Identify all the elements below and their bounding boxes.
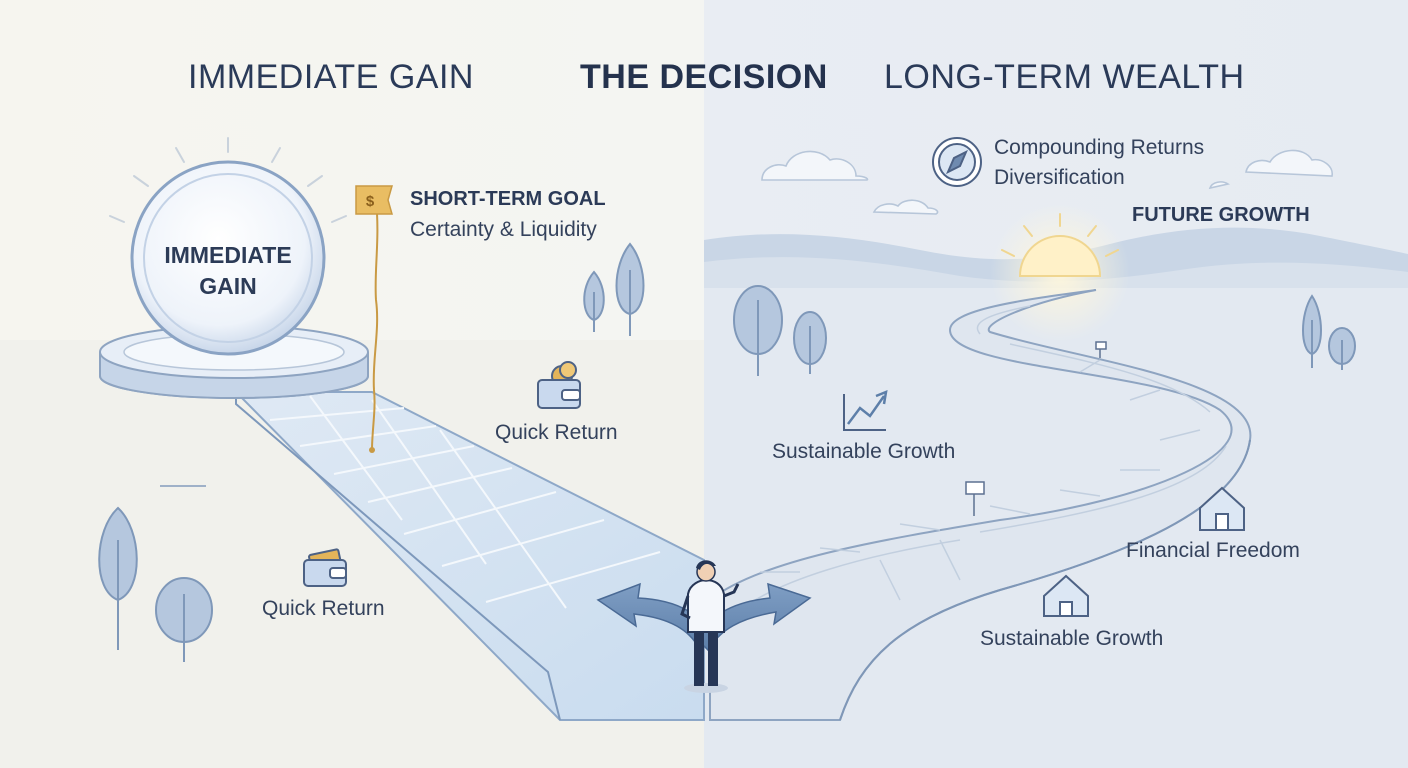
future-growth-label: FUTURE GROWTH (1132, 204, 1310, 226)
short-term-goal-subtitle: Certainty & Liquidity (410, 218, 597, 241)
header-immediate-gain: IMMEDIATE GAIN (188, 58, 474, 96)
quick-return-lower-label: Quick Return (262, 597, 385, 620)
orb-inner-ring (143, 173, 313, 343)
dollar-flag-icon: $ (355, 185, 393, 453)
decision-maker-figure (680, 560, 740, 693)
financial-freedom-label: Financial Freedom (1126, 539, 1300, 562)
sustainable-growth-upper-label: Sustainable Growth (772, 440, 956, 463)
sun (1018, 235, 1102, 277)
quick-return-upper-label: Quick Return (495, 421, 618, 444)
milestone-flags (965, 341, 1107, 516)
header-long-term-wealth: LONG-TERM WEALTH (884, 58, 1245, 96)
trees (98, 242, 1356, 662)
house-icon (1043, 486, 1245, 617)
compounding-returns-label: Compounding Returns (994, 136, 1205, 159)
clouds (761, 149, 1333, 215)
growth-chart-icon (843, 390, 888, 431)
header-the-decision: THE DECISION (580, 58, 828, 96)
orb-label: IMMEDIATE GAIN (148, 240, 308, 302)
sustainable-growth-lower-label: Sustainable Growth (980, 627, 1164, 650)
orb-rays (109, 137, 347, 223)
compass-icon (932, 137, 982, 187)
diversification-label: Diversification (994, 166, 1125, 189)
svg-text:$: $ (366, 193, 375, 210)
wallet-coins-icon (537, 361, 581, 409)
short-term-goal-title: SHORT-TERM GOAL (410, 188, 606, 210)
sun-rays (1001, 213, 1119, 257)
orb-label-line-1: IMMEDIATE (164, 242, 292, 268)
orb-label-line-2: GAIN (199, 273, 257, 299)
immediate-gain-orb (130, 160, 326, 356)
wallet-card-icon (303, 548, 347, 587)
